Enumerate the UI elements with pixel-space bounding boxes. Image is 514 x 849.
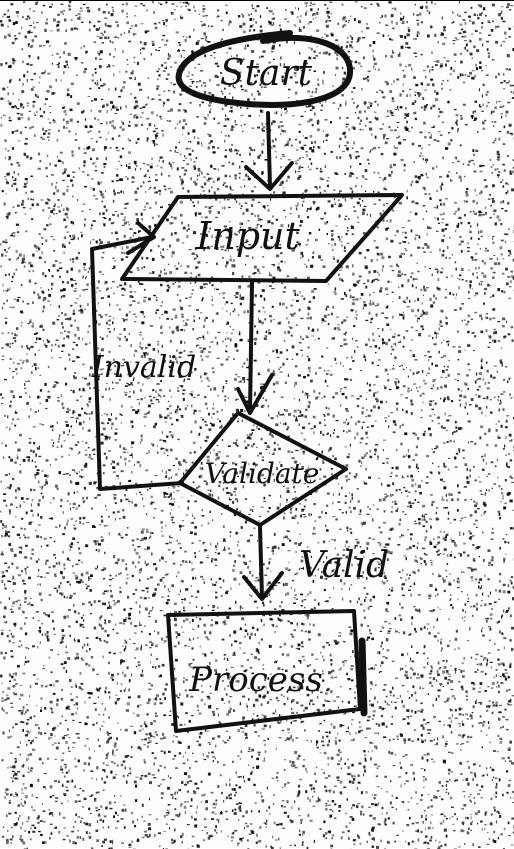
arrow-line [268, 113, 270, 187]
process-edge-thick [362, 641, 364, 713]
process-node: Process [168, 611, 364, 731]
validate-label: Validate [205, 457, 320, 490]
arrow-line [250, 283, 252, 411]
start-label: Start [220, 53, 313, 94]
edge-invalid-loop: Invalid [91, 223, 196, 489]
input-node: Input [122, 195, 402, 281]
arrow-line [260, 527, 262, 597]
valid-edge-label: Valid [299, 545, 389, 586]
input-label: Input [195, 214, 300, 258]
invalid-edge-label: Invalid [91, 350, 196, 385]
start-node: Start [179, 33, 351, 105]
process-label: Process [188, 660, 323, 700]
edge-valid: Valid [244, 527, 389, 599]
arrow-start-to-input [246, 113, 292, 189]
